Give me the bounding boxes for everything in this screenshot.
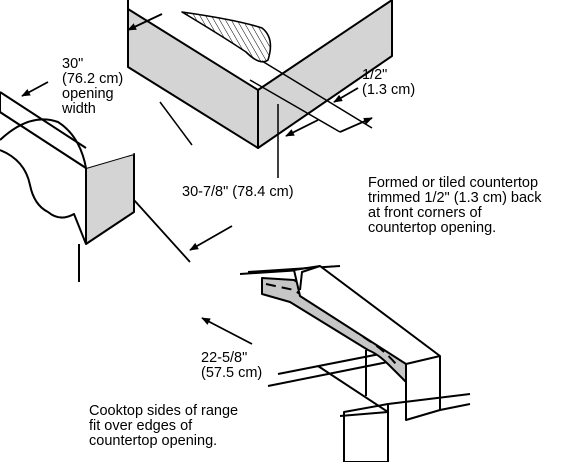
left-countertop-front-face	[85, 153, 135, 245]
arrow-depth-main	[133, 199, 191, 263]
arrow-width-top	[127, 13, 163, 31]
cutaway-section	[181, 11, 272, 63]
arrow-depth-head	[189, 225, 233, 251]
sides-note-label: Cooktop sides of range fit over edges of…	[89, 403, 239, 449]
trim-dimension	[159, 60, 373, 178]
left-countertop-surface	[0, 106, 134, 168]
arrow-width-left	[21, 81, 49, 97]
trim-depth-label: 1/2" (1.3 cm)	[362, 67, 416, 98]
right-countertop-corner	[127, 0, 393, 149]
arrow-trim-left	[285, 119, 319, 137]
range-fitting-detail	[239, 265, 471, 462]
opening-width-label: 30" (76.2 cm) opening width	[62, 56, 124, 117]
dimension-arrows	[21, 13, 373, 345]
arrow-trim-right	[333, 87, 359, 103]
trim-note-label: Formed or tiled countertop trimmed 1/2" …	[368, 175, 542, 236]
left-countertop	[0, 91, 135, 282]
range-side-panel	[293, 265, 441, 421]
range-depth-label: 22-5/8" (57.5 cm)	[201, 350, 263, 381]
left-break-edge	[0, 118, 87, 169]
arrow-trim-lower	[339, 117, 373, 133]
arrow-range-depth	[201, 317, 253, 345]
opening-depth-label: 30-7/8" (78.4 cm)	[182, 184, 294, 200]
countertop-side-face	[257, 0, 393, 149]
